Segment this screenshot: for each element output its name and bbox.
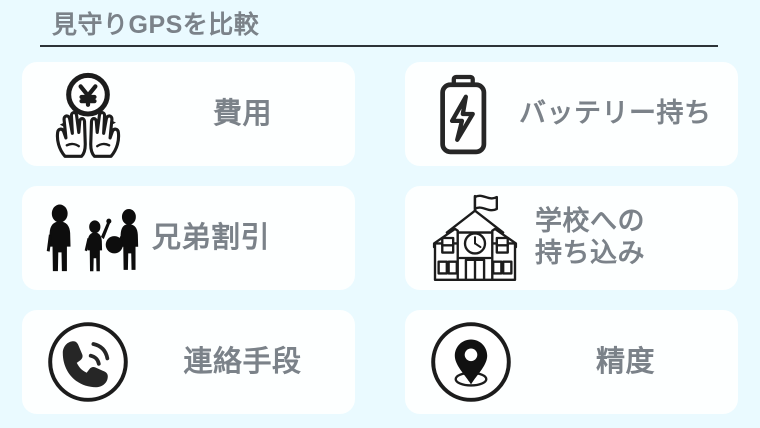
three-children-icon (40, 190, 150, 286)
card-cost[interactable]: 費用 (22, 62, 355, 166)
title-underline-divider (40, 44, 718, 47)
page-title: 見守りGPSを比較 (52, 11, 260, 39)
card-contact-method[interactable]: 連絡手段 (22, 310, 355, 414)
card-battery-life[interactable]: バッテリー持ち (405, 62, 738, 166)
card-accuracy[interactable]: 精度 (405, 310, 738, 414)
card-label-contact-method: 連絡手段 (183, 345, 302, 378)
location-pin-circle-icon (423, 314, 519, 410)
school-building-icon (423, 190, 527, 286)
yen-coin-hands-icon (40, 66, 136, 162)
page-title-block: 見守りGPSを比較 (40, 11, 718, 47)
phone-circle-icon (40, 314, 136, 410)
card-sibling-discount[interactable]: 兄弟割引 (22, 186, 355, 290)
comparison-card-grid: 費用 バッテリー持ち (22, 62, 738, 414)
card-school-carry-in[interactable]: 学校への 持ち込み (405, 186, 738, 290)
card-label-battery-life: バッテリー持ち (519, 98, 712, 129)
battery-bolt-icon (423, 66, 519, 162)
card-label-accuracy: 精度 (595, 345, 655, 378)
card-label-cost: 費用 (212, 97, 272, 130)
card-label-school-carry-in: 学校への 持ち込み (535, 206, 645, 268)
card-label-sibling-discount: 兄弟割引 (152, 221, 271, 254)
